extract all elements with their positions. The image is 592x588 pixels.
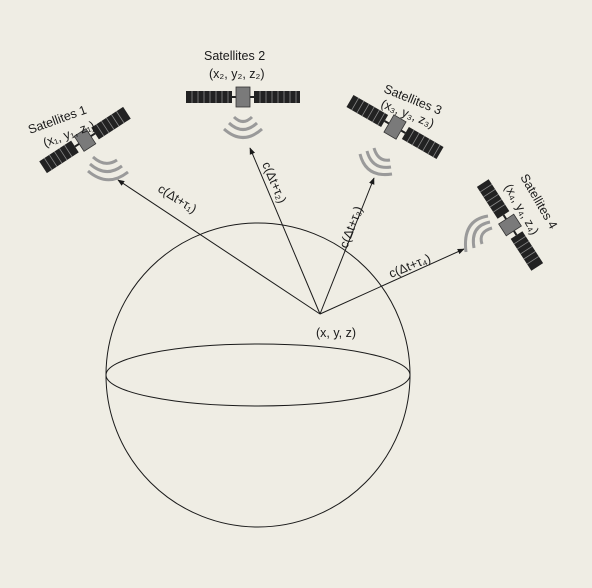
range-line-2 (249, 147, 321, 315)
satellite-1: Satellites 1 (x₁, y₁, z₁) (26, 103, 131, 182)
satellite-2-coords: (x₂, y₂, z₂) (209, 67, 265, 81)
range-label-2: c(Δt+τ₂) (259, 160, 289, 206)
receiver-label: (x, y, z) (316, 326, 356, 340)
satellite-icon (346, 94, 444, 160)
range-label-1: c(Δt+τ₁) (155, 182, 199, 217)
signal-waves-icon (223, 115, 263, 139)
range-line-1 (117, 179, 321, 315)
satellite-2-name: Satellites 2 (204, 49, 265, 63)
range-label-4: c(Δt+τ₄) (387, 251, 433, 280)
earth-equator (105, 343, 411, 407)
signal-waves-icon (87, 155, 129, 182)
range-label-3: c(Δt+τ₃) (337, 204, 366, 250)
earth-sphere (105, 222, 411, 528)
satellite-icon (476, 179, 544, 271)
range-line-3 (319, 177, 375, 315)
satellite-2: Satellites 2 (x₂, y₂, z₂) (186, 49, 300, 139)
signal-waves-icon (358, 147, 393, 177)
satellite-icon (186, 86, 300, 108)
satellite-icon (39, 106, 131, 174)
range-line-4 (319, 248, 465, 315)
satellite-4: Satellites 4 (x₄, y₄, z₄) (463, 172, 560, 271)
satellite-3: Satellites 3 (x₃, y₃, z₃) (346, 82, 444, 177)
signal-waves-icon (463, 214, 493, 253)
